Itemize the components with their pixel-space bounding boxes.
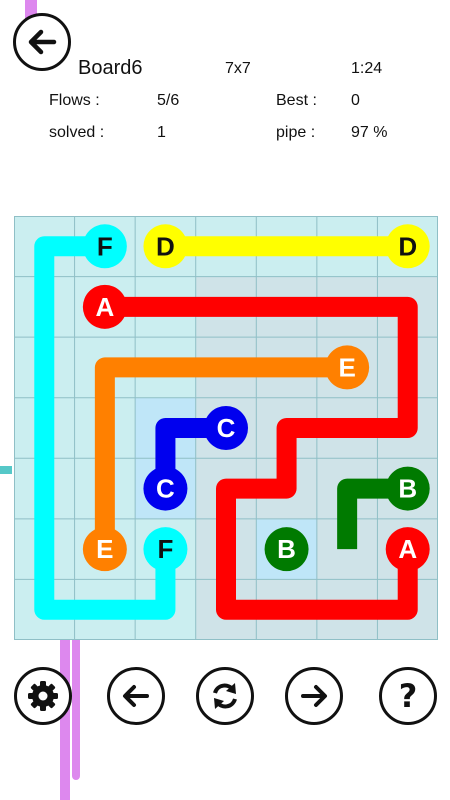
endpoint-label: C <box>217 413 236 443</box>
endpoint-a[interactable] <box>82 284 127 329</box>
reset-button[interactable] <box>196 667 254 725</box>
overlay-line-bottom-b <box>72 637 80 780</box>
arrow-left-icon <box>123 685 149 707</box>
pipe-label: pipe : <box>276 124 316 141</box>
arrow-right-icon <box>301 685 327 707</box>
endpoint-d[interactable] <box>385 224 430 269</box>
endpoint-e[interactable] <box>82 527 127 572</box>
refresh-icon <box>213 683 237 709</box>
back-button[interactable] <box>13 13 71 71</box>
endpoint-b[interactable] <box>264 527 309 572</box>
solved-label: solved : <box>49 124 105 141</box>
endpoint-label: F <box>157 534 173 564</box>
settings-button[interactable] <box>14 667 72 725</box>
endpoint-f[interactable] <box>143 527 188 572</box>
arrow-left-icon <box>28 29 57 55</box>
flow-path-f <box>34 236 176 620</box>
endpoint-b[interactable] <box>385 466 430 511</box>
endpoint-label: B <box>398 474 417 504</box>
best-value: 0 <box>351 92 360 109</box>
flows-label: Flows : <box>49 92 100 109</box>
board-size: 7x7 <box>225 60 251 77</box>
endpoint-e[interactable] <box>325 345 370 390</box>
timer: 1:24 <box>351 60 383 77</box>
solved-value: 1 <box>157 124 166 141</box>
board-border <box>14 216 438 640</box>
pipe-value: 97 % <box>351 124 388 141</box>
endpoint-label: F <box>97 231 113 261</box>
endpoint-c[interactable] <box>204 406 248 450</box>
endpoint-label: E <box>338 352 355 382</box>
endpoint-label: A <box>95 292 114 322</box>
endpoint-a[interactable] <box>385 527 430 572</box>
best-label: Best : <box>276 92 317 109</box>
endpoint-d[interactable] <box>143 224 188 269</box>
board-name: Board6 <box>78 57 143 79</box>
flows-value: 5/6 <box>157 92 180 109</box>
gear-icon <box>28 681 58 711</box>
overlay-tick-left <box>0 466 12 474</box>
endpoint-f[interactable] <box>82 224 127 269</box>
endpoint-c[interactable] <box>143 466 188 511</box>
endpoint-label: B <box>277 534 296 564</box>
endpoint-label: D <box>156 231 175 261</box>
endpoint-label: D <box>398 231 417 261</box>
overlay-line-bottom-a <box>60 637 70 800</box>
flow-path-a <box>104 296 418 620</box>
endpoint-label: C <box>156 474 175 504</box>
endpoint-label: A <box>398 534 417 564</box>
question-icon: ? <box>398 677 418 715</box>
endpoint-label: E <box>96 534 113 564</box>
next-button[interactable] <box>285 667 343 725</box>
flow-path-e <box>94 357 348 550</box>
previous-button[interactable] <box>107 667 165 725</box>
help-button[interactable]: ? <box>379 667 437 725</box>
